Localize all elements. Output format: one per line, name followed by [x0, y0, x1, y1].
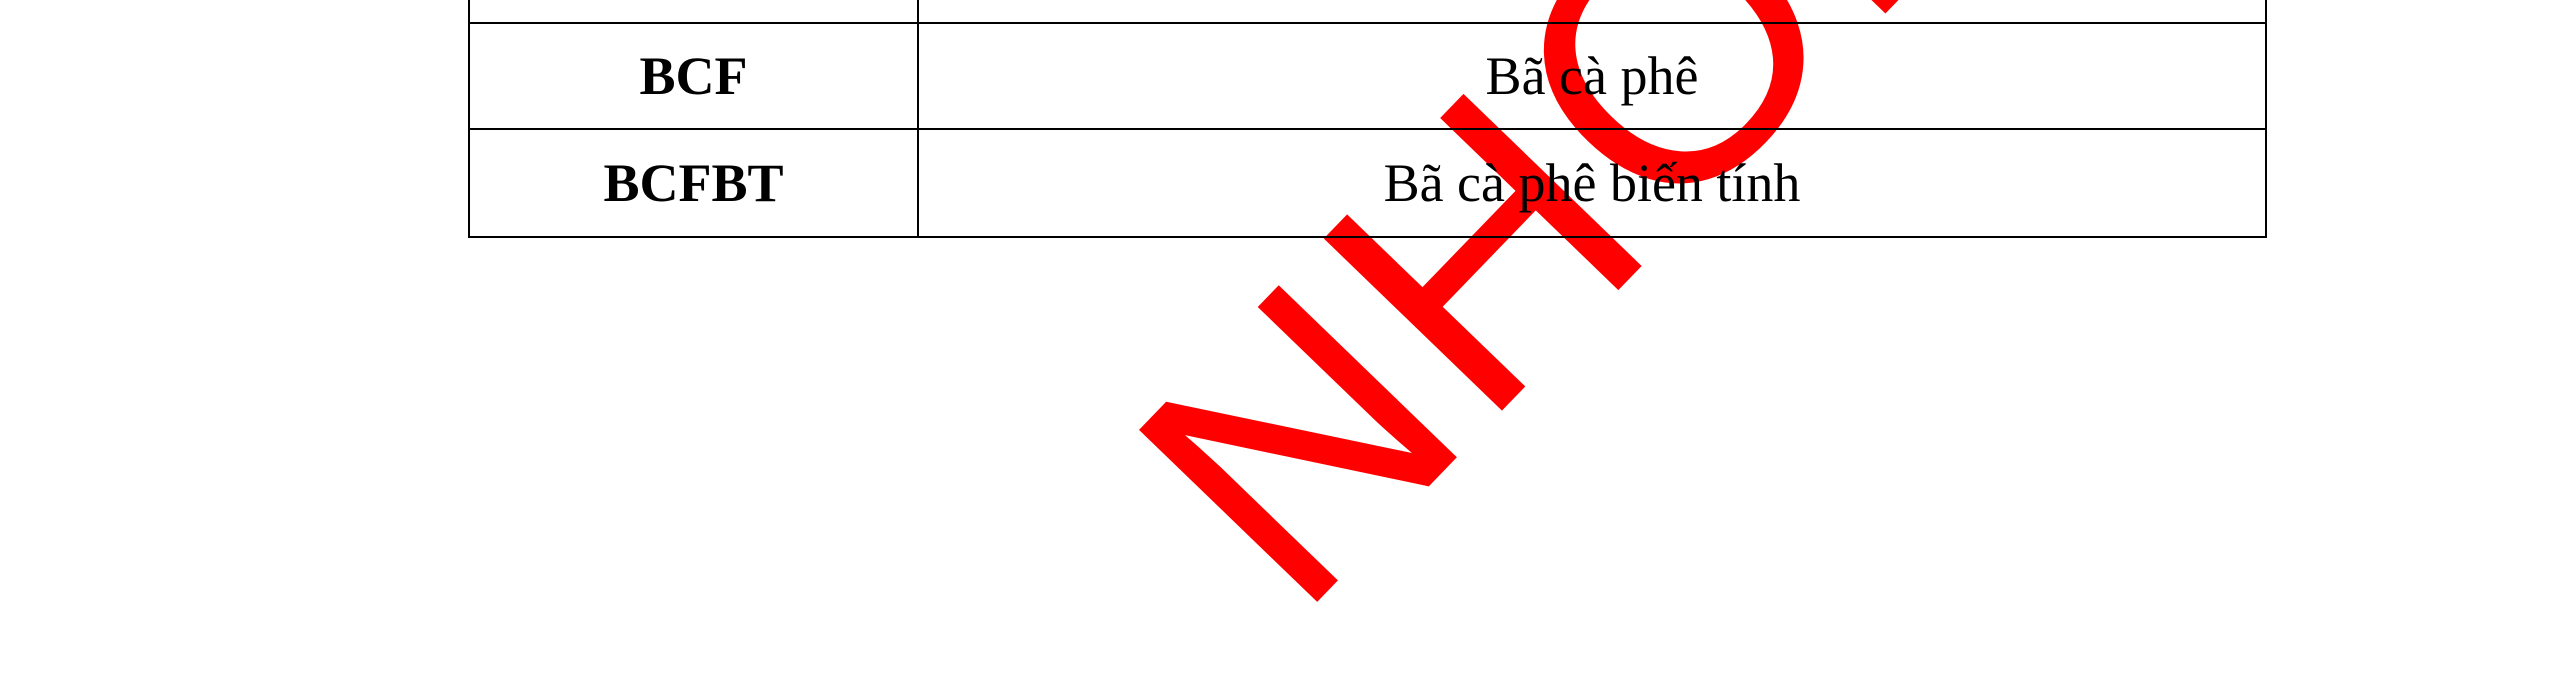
definition-cell: Bã cà phê [917, 22, 2267, 130]
definition-cell: Bã cà phê biến tính [917, 128, 2267, 238]
abbreviation-cell [468, 0, 919, 24]
document-page: BCF Bã cà phê BCFBT Bã cà phê biến tính … [468, 0, 2267, 677]
abbreviation-table: BCF Bã cà phê BCFBT Bã cà phê biến tính [468, 0, 2267, 238]
definition-cell [917, 0, 2267, 24]
abbreviation-cell: BCFBT [468, 128, 919, 238]
table-row: BCF Bã cà phê [468, 22, 2267, 130]
table-row: BCFBT Bã cà phê biến tính [468, 128, 2267, 238]
abbreviation-cell: BCF [468, 22, 919, 130]
table-row [468, 0, 2267, 24]
